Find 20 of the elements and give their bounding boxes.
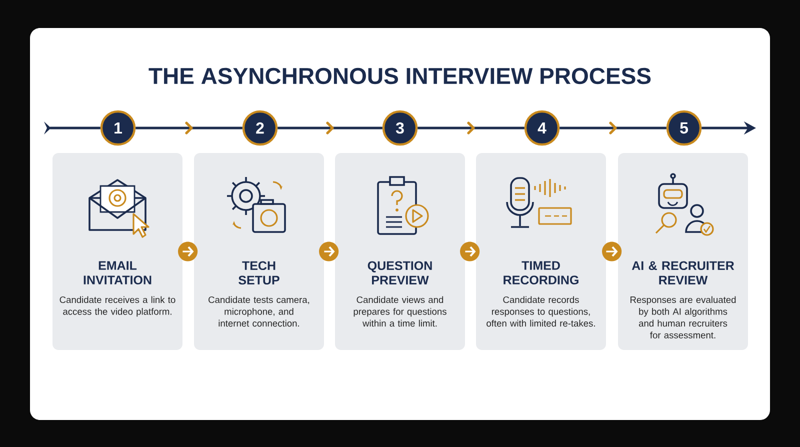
step-description: Candidate views and prepares for questions within a time limit. <box>354 296 446 327</box>
step-card <box>335 153 465 350</box>
step-heading: QUESTION PREVIEW <box>368 261 432 284</box>
step-description: Responses are evaluated by both AI algorithms and human recruiters for assessment. <box>630 296 736 338</box>
chevron-arrow <box>319 242 339 262</box>
step-description: Candidate tests camera, microphone, and internet connection. <box>208 296 310 327</box>
chevron-arrow <box>460 242 480 262</box>
step-description: Candidate records responses to questions, often with limited re-takes. <box>486 296 595 327</box>
step-heading: AI & RECRUITER REVIEW <box>632 261 734 284</box>
step-heading: TECH SETUP <box>238 261 280 285</box>
step-card <box>194 153 324 350</box>
step-card <box>52 153 182 350</box>
title: THE ASYNCHRONOUS INTERVIEW PROCESS <box>148 68 651 84</box>
chevron-arrow <box>602 242 622 262</box>
step-description: Candidate receives a link to access the video platform. <box>60 296 176 317</box>
step-card <box>476 153 606 350</box>
chevron-arrow <box>178 242 198 262</box>
step-card <box>618 153 748 350</box>
step-heading: EMAIL INVITATION <box>84 261 152 284</box>
step-heading: TIMED RECORDING <box>504 261 578 284</box>
